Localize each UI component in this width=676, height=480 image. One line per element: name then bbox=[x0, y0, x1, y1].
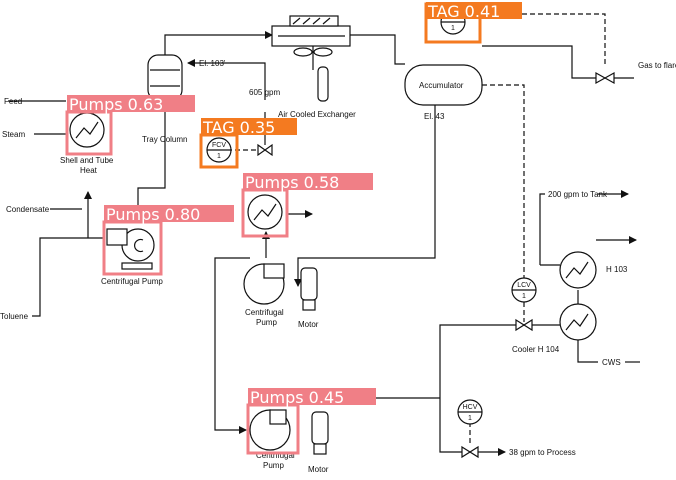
label-air-cooled-exchanger: Air Cooled Exchanger bbox=[278, 110, 356, 119]
tray-column bbox=[147, 54, 183, 101]
pipe-to-process bbox=[439, 398, 506, 456]
pipe-cws-in bbox=[577, 340, 598, 363]
detection-label: TAG 0.35 bbox=[202, 118, 275, 137]
instrument-lcv: LCV 1 bbox=[511, 277, 537, 303]
hcv-number: 1 bbox=[468, 415, 472, 422]
lcv-number: 1 bbox=[522, 293, 526, 300]
detection-pumps-058: Pumps 0.58 bbox=[241, 173, 373, 238]
label-centrifugal-pump-2a: Centrifugal bbox=[245, 308, 284, 317]
label-shell-tube-2: Heat bbox=[80, 166, 98, 175]
pipe-to-cooler bbox=[439, 324, 560, 398]
detection-pumps-080: Pumps 0.80 bbox=[102, 205, 234, 276]
instrument-fcv: FCV 1 bbox=[206, 137, 232, 163]
signal-accumulator-to-lcv bbox=[482, 84, 525, 278]
label-centrifugal-pump-3b: Pump bbox=[263, 461, 284, 470]
cooler-h104 bbox=[559, 303, 597, 341]
label-cws: CWS bbox=[602, 358, 621, 367]
label-605-gpm: 605 gpm bbox=[249, 88, 280, 97]
label-to-process: 38 gpm to Process bbox=[509, 448, 576, 457]
label-motor-2: Motor bbox=[308, 465, 329, 474]
fcv-valve-body bbox=[257, 143, 273, 157]
label-toluene: Toluene bbox=[0, 312, 29, 321]
lcv-valve-body bbox=[515, 318, 533, 332]
label-el-103: El. 103' bbox=[199, 59, 226, 68]
pipe-h103-to-tank bbox=[539, 193, 545, 265]
hcv-valve-body bbox=[461, 445, 479, 459]
top-instrument-number: 1 bbox=[451, 25, 455, 32]
label-tray-column: Tray Column bbox=[142, 135, 188, 144]
label-feed: Feed bbox=[4, 97, 22, 106]
label-steam: Steam bbox=[2, 130, 25, 139]
detection-label: Pumps 0.58 bbox=[245, 173, 339, 192]
centrifugal-pump-2 bbox=[243, 263, 318, 311]
label-el-43: El. 43 bbox=[424, 112, 445, 121]
signal-top-to-flare-valve bbox=[482, 13, 606, 66]
detection-pumps-045: Pumps 0.45 bbox=[246, 388, 376, 455]
pipe-column-bottom bbox=[137, 100, 166, 205]
equipment-labels: Air Cooled Exchanger Accumulator Tray Co… bbox=[60, 81, 628, 474]
motor-2 bbox=[311, 411, 329, 445]
exchanger-motor bbox=[317, 66, 329, 102]
motor-1 bbox=[300, 267, 318, 301]
fcv-number: 1 bbox=[217, 153, 221, 160]
pipe-reflux-return bbox=[187, 59, 266, 100]
detection-pumps-063: Pumps 0.63 bbox=[65, 95, 195, 156]
control-valves bbox=[257, 71, 615, 459]
hcv-tag: HCV bbox=[463, 404, 478, 411]
label-centrifugal-pump-3a: Centrifugal bbox=[256, 451, 295, 460]
heater-exchanger-2 bbox=[247, 194, 283, 230]
accumulator-vessel bbox=[404, 64, 483, 106]
lcv-tag: LCV bbox=[517, 282, 531, 289]
label-gas-to-flare: Gas to flare bbox=[638, 61, 676, 70]
air-cooled-exchanger bbox=[271, 15, 351, 102]
detection-label: Pumps 0.45 bbox=[250, 388, 344, 407]
centrifugal-pump-3 bbox=[249, 409, 329, 455]
pipe-toluene bbox=[32, 237, 104, 317]
detection-tag-041: TAG 0.41 bbox=[424, 2, 522, 44]
exchanger-header bbox=[289, 15, 339, 27]
label-centrifugal-pump-2b: Pump bbox=[256, 318, 277, 327]
pipe-exchanger-to-accumulator bbox=[350, 34, 405, 65]
label-accumulator: Accumulator bbox=[419, 81, 464, 90]
instrument-hcv: HCV 1 bbox=[457, 399, 483, 425]
label-to-tank: 200 gpm to Tank bbox=[548, 190, 608, 199]
label-motor-1: Motor bbox=[298, 320, 319, 329]
pipe-column-overhead bbox=[164, 31, 273, 55]
fcv-tag: FCV bbox=[212, 142, 226, 149]
label-shell-tube-1: Shell and Tube bbox=[60, 156, 114, 165]
label-h103: H 103 bbox=[606, 265, 628, 274]
accumulator bbox=[404, 64, 483, 106]
piping bbox=[8, 31, 640, 456]
centrifugal-pump-1 bbox=[106, 228, 155, 270]
detection-tag-035: TAG 0.35 bbox=[199, 118, 297, 169]
stream-labels: Feed Steam Condensate Toluene El. 103' 6… bbox=[0, 59, 676, 457]
h103-exchanger bbox=[559, 251, 597, 289]
detection-label: Pumps 0.80 bbox=[106, 205, 200, 224]
label-condensate: Condensate bbox=[6, 205, 50, 214]
flare-valve-body bbox=[595, 71, 615, 85]
detection-label: TAG 0.41 bbox=[427, 2, 500, 21]
pipe-accumulator-outlet bbox=[294, 100, 436, 287]
pipe-gas-flare bbox=[482, 45, 596, 79]
detection-overlays: TAG 0.41 Pumps 0.63 TAG 0.35 Pumps 0.58 … bbox=[65, 2, 522, 455]
tray-column-shell bbox=[147, 54, 183, 101]
detection-label: Pumps 0.63 bbox=[69, 95, 163, 114]
label-centrifugal-pump-1: Centrifugal Pump bbox=[101, 277, 163, 286]
shell-tube-heater bbox=[69, 112, 105, 148]
pipe-to-pump3 bbox=[214, 257, 250, 434]
label-cooler-h104: Cooler H 104 bbox=[512, 345, 560, 354]
